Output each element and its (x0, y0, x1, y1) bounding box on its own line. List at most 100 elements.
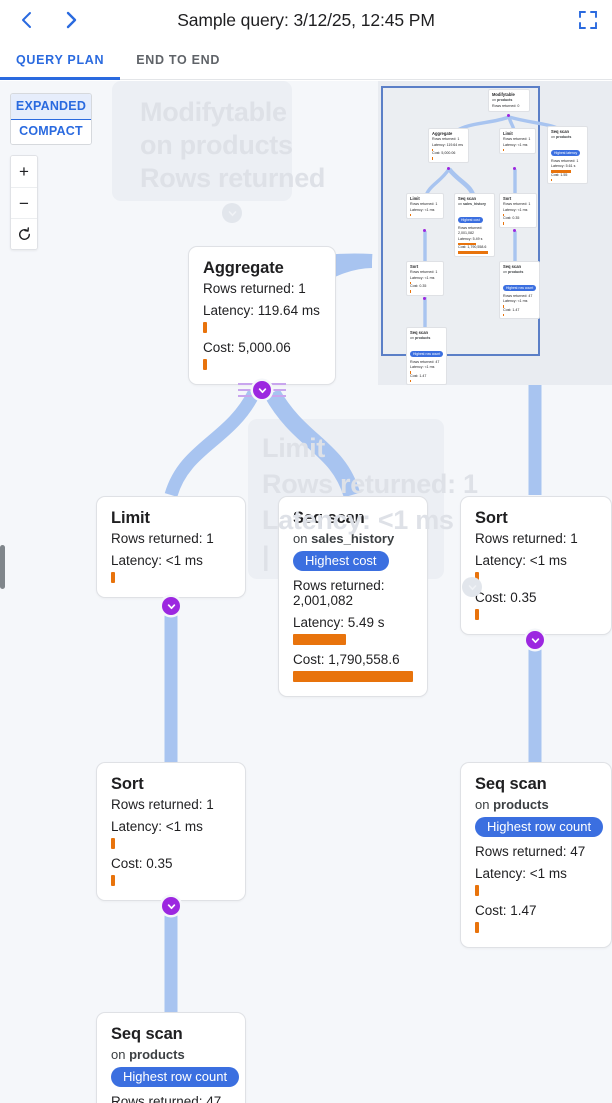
node-seqscan-products-right[interactable]: Seq scan on products Highest row count R… (460, 762, 612, 948)
node-seqscan-sales-history[interactable]: Seq scan on sales_history Highest cost R… (278, 496, 428, 697)
node-seqscan-products-bottom[interactable]: Seq scan on products Highest row count R… (96, 1012, 246, 1103)
mm-title: Seq scan (458, 196, 476, 201)
mm-bar-1 (410, 290, 412, 294)
minimap-collapse-dot-limit-top[interactable] (513, 167, 517, 171)
minimap-panel[interactable]: Modifytable on products Rows returned: 0… (378, 81, 612, 386)
minimap-collapse-dot-sort-right[interactable] (513, 229, 517, 233)
mm-bar-0 (410, 213, 412, 217)
mm-line-2: Cost: 1.47 (410, 373, 427, 378)
node-limit-latency-bar (111, 572, 115, 583)
mm-badge-highest-cost: Highest cost (458, 217, 483, 223)
mm-line-2: Cost: 0.35 (503, 216, 520, 221)
mm-on-prefix: on (410, 336, 415, 341)
node-sort-right[interactable]: Sort Rows returned: 1 Latency: <1 ms Cos… (460, 496, 612, 635)
node-aggregate[interactable]: Aggregate Rows returned: 1 Latency: 119.… (188, 246, 336, 385)
node-seqscan-products-right-latency-bar (475, 885, 479, 896)
minimap-node-seqscan-sales-history[interactable]: Seq scan on sales_history Highest cost R… (454, 193, 495, 257)
ghost-text-line7: | (262, 541, 270, 571)
mm-bar-0 (551, 170, 571, 173)
tab-end-to-end[interactable]: END TO END (120, 40, 236, 79)
ghost-text-line6: Latency: <1 ms (262, 505, 454, 535)
chevron-down-icon (531, 637, 539, 643)
node-limit-title: Limit (111, 509, 150, 527)
minimap-node-aggregate[interactable]: Aggregate Rows returned: 1 Latency: 119.… (428, 128, 469, 164)
node-aggregate-cost: Cost: 5,000.06 (203, 340, 291, 355)
minimap-node-seqscan-highest-latency[interactable]: Seq scan on products Highest latency Row… (547, 126, 588, 185)
minimap-collapse-dot-aggregate[interactable] (447, 167, 451, 171)
minimap-collapse-dot-root[interactable] (507, 114, 511, 118)
on-prefix: on (293, 531, 312, 546)
canvas-scrollbar-thumb[interactable] (0, 545, 5, 589)
reset-view-button[interactable] (11, 218, 37, 249)
mm-line-1: Latency: <1 ms (410, 275, 435, 280)
node-seqscan-products-right-cost: Cost: 1.47 (475, 903, 537, 918)
node-seqscan-products-bottom-relation: on products (111, 1047, 231, 1062)
mm-relation: products (508, 270, 524, 275)
minimap-node-limit-top[interactable]: Limit Rows returned: 1 Latency: <1 ms (499, 128, 536, 155)
edge-aggregate-to-seqscan (264, 388, 361, 498)
mm-line-0: Rows returned: 1 (410, 202, 438, 207)
mm-line-1: Latency: 119.64 ms (432, 142, 464, 147)
mm-bar-1 (503, 222, 505, 226)
node-seqscan-products-bottom-rows: Rows returned: 47 (111, 1094, 222, 1103)
node-sort-left-latency: Latency: <1 ms (111, 819, 203, 834)
back-button[interactable] (10, 3, 44, 37)
mm-title: Seq scan (551, 129, 569, 134)
zoom-controls: + − (10, 155, 38, 250)
minimap-collapse-dot-sort-left[interactable] (423, 297, 427, 301)
fullscreen-button[interactable] (576, 8, 600, 32)
node-seqscan-products-right-cost-bar (475, 922, 479, 933)
minimap-node-seqscan-products-bottom[interactable]: Seq scan on products Highest row count R… (406, 327, 447, 386)
collapse-toggle-limit[interactable] (162, 597, 180, 615)
tab-query-plan[interactable]: QUERY PLAN (0, 40, 121, 80)
node-seqscan-products-right-relation: on products (475, 797, 597, 812)
node-limit[interactable]: Limit Rows returned: 1 Latency: <1 ms (96, 496, 246, 598)
minimap-node-sort-right[interactable]: Sort Rows returned: 1 Latency: <1 ms Cos… (499, 193, 537, 229)
mm-line-0: Rows returned: 47 (410, 359, 440, 364)
relation-name: sales_history (311, 531, 395, 546)
plan-canvas[interactable]: Modifytable on products Rows returned Li… (0, 81, 612, 1103)
mm-line-0: Rows returned: 0 (492, 103, 520, 108)
mm-line-0: Rows returned: 1 (432, 137, 460, 142)
relation-name: products (493, 797, 549, 812)
minimap-node-modifytable[interactable]: Modifytable on products Rows returned: 0 (488, 89, 530, 113)
mm-line-0: Rows returned: 1 (410, 270, 438, 275)
minimap-node-seqscan-products-right[interactable]: Seq scan on products Highest row count R… (499, 261, 540, 320)
relation-name: products (129, 1047, 185, 1062)
ghost-chevron-icon-2 (462, 577, 482, 597)
mm-bar-1 (410, 379, 412, 383)
minimap-collapse-dot-limit-mid[interactable] (423, 229, 427, 233)
mm-bar-0 (503, 213, 505, 217)
collapse-toggle-sort-left[interactable] (162, 897, 180, 915)
node-sort-left-rows: Rows returned: 1 (111, 797, 214, 812)
zoom-in-button[interactable]: + (11, 156, 37, 187)
mm-line-0: Rows returned: 2,001,082 (458, 225, 483, 236)
mm-relation: sales_history (463, 202, 486, 207)
status-badge-highest-row-count: Highest row count (475, 817, 604, 837)
forward-button[interactable] (54, 3, 88, 37)
mode-expanded-button[interactable]: EXPANDED (11, 94, 91, 120)
zoom-out-button[interactable]: − (11, 187, 37, 218)
minimap-node-sort-left[interactable]: Sort Rows returned: 1 Latency: <1 ms Cos… (406, 261, 444, 297)
collapse-toggle-aggregate[interactable] (253, 381, 271, 399)
mm-line-1: Latency: 5.49 s (458, 236, 483, 241)
node-seqscan-products-right-title: Seq scan (475, 775, 547, 793)
node-seqscan-products-right-rows: Rows returned: 47 (475, 844, 586, 859)
node-aggregate-latency-bar (203, 322, 207, 333)
ghost-chevron-icon (222, 203, 242, 223)
mode-compact-button[interactable]: COMPACT (11, 119, 91, 144)
mm-sub: on products (492, 98, 526, 103)
mm-line-0: Rows returned: 47 (503, 293, 533, 298)
reset-icon (18, 226, 30, 240)
status-badge-highest-row-count-bottom: Highest row count (111, 1067, 240, 1087)
mm-title: Sort (410, 264, 419, 269)
node-aggregate-title: Aggregate (203, 259, 284, 277)
mm-line-1: Latency: <1 ms (503, 207, 528, 212)
edge-layer (164, 253, 542, 1031)
node-seqscan-sales-cost-bar (293, 671, 413, 682)
node-seqscan-products-bottom-title: Seq scan (111, 1025, 183, 1043)
node-sort-left-cost-bar (111, 875, 115, 886)
minimap-node-limit-mid[interactable]: Limit Rows returned: 1 Latency: <1 ms (406, 193, 444, 220)
node-sort-left[interactable]: Sort Rows returned: 1 Latency: <1 ms Cos… (96, 762, 246, 901)
collapse-toggle-sort-right[interactable] (526, 631, 544, 649)
